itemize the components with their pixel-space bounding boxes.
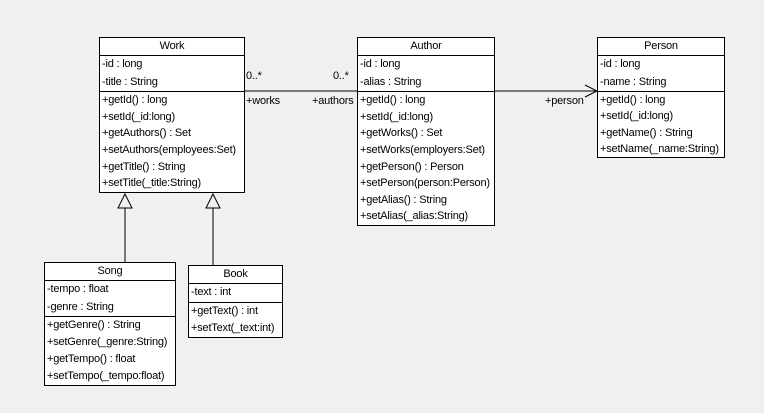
method-row[interactable]: +setText(_text:int) xyxy=(191,321,275,334)
class-box-song[interactable]: Song -tempo : float -genre : String +getGen… xyxy=(44,262,176,386)
attribute-row[interactable]: -alias : String xyxy=(360,75,422,88)
method-row[interactable]: +setId(_id:long) xyxy=(600,110,673,123)
attributes-compartment: -id : long -name : String xyxy=(598,56,724,92)
attributes-compartment: -id : long -title : String xyxy=(100,56,244,92)
method-row[interactable]: +getText() : int xyxy=(191,304,258,317)
method-row[interactable]: +getTempo() : float xyxy=(47,353,136,365)
method-row[interactable]: +setTitle(_title:String) xyxy=(102,177,202,190)
role-name-label[interactable]: +authors xyxy=(312,95,354,107)
method-row[interactable]: +setGenre(_genre:String) xyxy=(47,336,168,348)
attribute-row[interactable]: -id : long xyxy=(102,58,143,70)
methods-compartment: +getText() : int +setText(_text:int) xyxy=(189,303,282,338)
multiplicity-label[interactable]: 0..* xyxy=(246,70,262,82)
class-box-person[interactable]: Person -id : long -name : String +getId() :… xyxy=(597,37,725,158)
method-row[interactable]: +setName(_name:String) xyxy=(600,142,719,155)
methods-compartment: +getId() : long +setId(_id:long) +getAutho… xyxy=(100,92,244,192)
class-box-book[interactable]: Book -text : int +getText() : int +setText(… xyxy=(188,265,283,338)
attribute-row[interactable]: -genre : String xyxy=(47,300,114,313)
method-row[interactable]: +getAuthors() : Set xyxy=(102,127,191,140)
method-row[interactable]: +getPerson() : Person xyxy=(360,160,464,173)
attribute-row[interactable]: -id : long xyxy=(360,58,401,70)
attributes-compartment: -tempo : float -genre : String xyxy=(45,281,175,317)
class-box-author[interactable]: Author -id : long -alias : String +getId() … xyxy=(357,37,495,226)
generalization-arrowhead[interactable] xyxy=(117,192,133,209)
attribute-row[interactable]: -title : String xyxy=(102,75,158,88)
method-row[interactable]: +getName() : String xyxy=(600,126,693,139)
method-row[interactable]: +setPerson(person:Person) xyxy=(360,177,490,190)
method-row[interactable]: +setTempo(_tempo:float) xyxy=(47,370,165,382)
role-name-label[interactable]: +person xyxy=(545,95,584,107)
class-name[interactable]: Work xyxy=(100,38,244,56)
method-row[interactable]: +getGenre() : String xyxy=(47,319,141,331)
generalization-arrowhead[interactable] xyxy=(205,192,221,209)
method-row[interactable]: +getWorks() : Set xyxy=(360,127,443,140)
method-row[interactable]: +setId(_id:long) xyxy=(102,110,175,123)
class-name[interactable]: Author xyxy=(358,38,494,56)
method-row[interactable]: +getId() : long xyxy=(360,94,426,106)
method-row[interactable]: +getAlias() : String xyxy=(360,193,447,206)
attributes-compartment: -id : long -alias : String xyxy=(358,56,494,92)
attribute-row[interactable]: -tempo : float xyxy=(47,283,109,295)
attribute-row[interactable]: -name : String xyxy=(600,75,667,88)
method-row[interactable]: +getId() : long xyxy=(102,94,168,106)
class-name[interactable]: Song xyxy=(45,263,175,281)
method-row[interactable]: +getTitle() : String xyxy=(102,160,186,173)
method-row[interactable]: +getId() : long xyxy=(600,94,666,106)
role-name-label[interactable]: +works xyxy=(246,95,280,107)
method-row[interactable]: +setWorks(employers:Set) xyxy=(360,143,485,156)
attribute-row[interactable]: -text : int xyxy=(191,286,231,298)
method-row[interactable]: +setId(_id:long) xyxy=(360,110,433,123)
class-name[interactable]: Book xyxy=(189,266,282,284)
methods-compartment: +getId() : long +setId(_id:long) +getWorks… xyxy=(358,92,494,225)
methods-compartment: +getGenre() : String +setGenre(_genre:Str… xyxy=(45,317,175,385)
class-name[interactable]: Person xyxy=(598,38,724,56)
method-row[interactable]: +setAlias(_alias:String) xyxy=(360,210,468,223)
multiplicity-label[interactable]: 0..* xyxy=(333,70,349,82)
attribute-row[interactable]: -id : long xyxy=(600,58,641,70)
methods-compartment: +getId() : long +setId(_id:long) +getName(… xyxy=(598,92,724,157)
method-row[interactable]: +setAuthors(employees:Set) xyxy=(102,143,236,156)
class-box-work[interactable]: Work -id : long -title : String +getId() : … xyxy=(99,37,245,193)
attributes-compartment: -text : int xyxy=(189,284,282,303)
